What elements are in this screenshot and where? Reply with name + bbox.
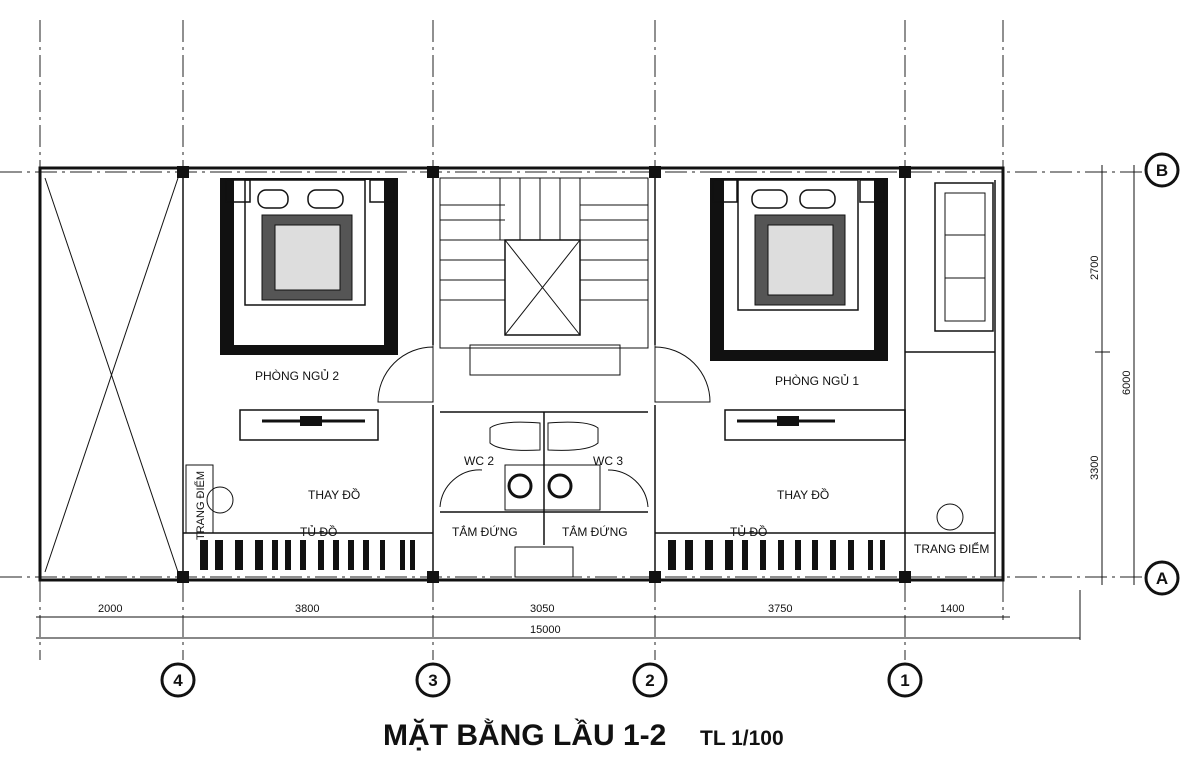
label-shower-right: TẮM ĐỨNG xyxy=(562,524,628,539)
label-dressing-left: THAY ĐỒ xyxy=(308,487,360,502)
dim-6000: 6000 xyxy=(1121,371,1133,395)
label-dressing-right: THAY ĐỒ xyxy=(777,487,829,502)
horizontal-dimensions: 2000 3800 3050 3750 1400 15000 xyxy=(36,590,1081,640)
label-wardrobe-left: TỦ ĐỒ xyxy=(300,524,337,539)
label-vanity-left: TRANG ĐIỂM xyxy=(194,471,207,540)
label-vanity-right: TRANG ĐIỂM xyxy=(914,541,989,556)
dim-2700: 2700 xyxy=(1089,256,1101,280)
vertical-dimensions: 2700 3300 6000 xyxy=(1089,165,1135,585)
dim-3800: 3800 xyxy=(295,603,319,615)
wardrobes xyxy=(183,464,995,570)
bed-right xyxy=(710,178,888,361)
bathrooms xyxy=(440,411,648,578)
dim-2000: 2000 xyxy=(98,603,122,615)
label-wardrobe-right: TỦ ĐỒ xyxy=(730,524,767,539)
doors xyxy=(377,346,711,508)
room-labels: PHÒNG NGỦ 2 PHÒNG NGỦ 1 THAY ĐỒ THAY ĐỒ … xyxy=(194,368,989,556)
bed-left xyxy=(220,178,398,355)
dim-1400: 1400 xyxy=(940,603,964,615)
grid-label-b: B xyxy=(1156,161,1168,180)
drawing-title: MẶT BẰNG LẦU 1-2 xyxy=(383,718,666,752)
sofa xyxy=(905,182,995,353)
grid-label-3: 3 xyxy=(428,671,437,690)
void-opening xyxy=(44,177,179,573)
staircase xyxy=(439,177,649,376)
grid-bubbles: 4 3 2 1 B A xyxy=(160,152,1180,698)
dim-3300: 3300 xyxy=(1089,456,1101,480)
label-wc-2: WC 2 xyxy=(464,454,494,468)
drawing-scale: TL 1/100 xyxy=(700,727,784,750)
label-shower-left: TẮM ĐỨNG xyxy=(452,524,518,539)
grid-label-a: A xyxy=(1156,569,1168,588)
walls xyxy=(38,166,1005,583)
tv-cabinets xyxy=(239,409,906,441)
label-bedroom-1: PHÒNG NGỦ 1 xyxy=(775,373,859,388)
grid-label-1: 1 xyxy=(900,671,909,690)
grid-label-2: 2 xyxy=(645,671,654,690)
dim-15000: 15000 xyxy=(530,624,561,636)
dim-3750: 3750 xyxy=(768,603,792,615)
dim-3050: 3050 xyxy=(530,603,554,615)
label-bedroom-2: PHÒNG NGỦ 2 xyxy=(255,368,339,383)
grid-label-4: 4 xyxy=(173,671,183,690)
label-wc-3: WC 3 xyxy=(593,454,623,468)
